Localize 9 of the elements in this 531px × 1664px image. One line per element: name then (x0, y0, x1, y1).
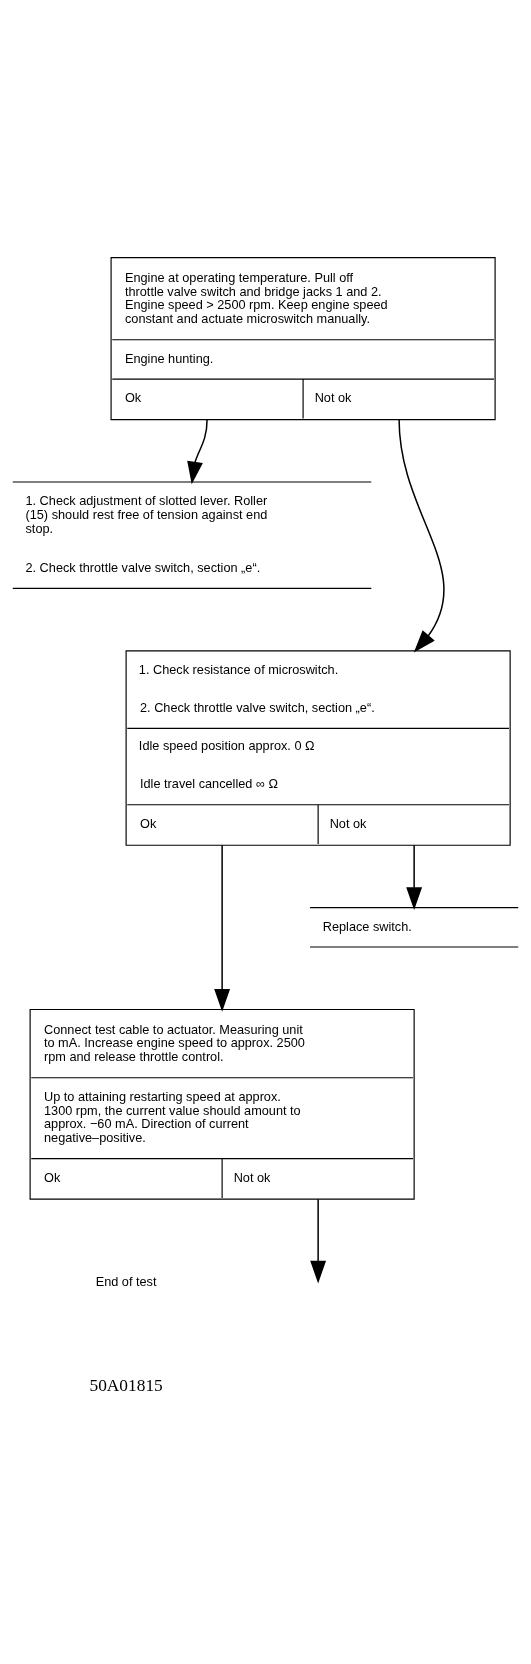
node-text: 1. Check adjustment of slotted lever. Roller (15) should rest free of tension against end stop. 2. Check throttle valve switch, section „e“. (25, 492, 268, 575)
arrow (187, 418, 208, 484)
arrow (310, 1197, 327, 1283)
arrow (398, 418, 445, 653)
label: End of test (95, 1273, 157, 1289)
node-text: Replace switch. (322, 918, 412, 934)
label: 50A01815 (89, 1375, 163, 1395)
arrow (406, 843, 423, 910)
arrow (214, 843, 231, 1012)
